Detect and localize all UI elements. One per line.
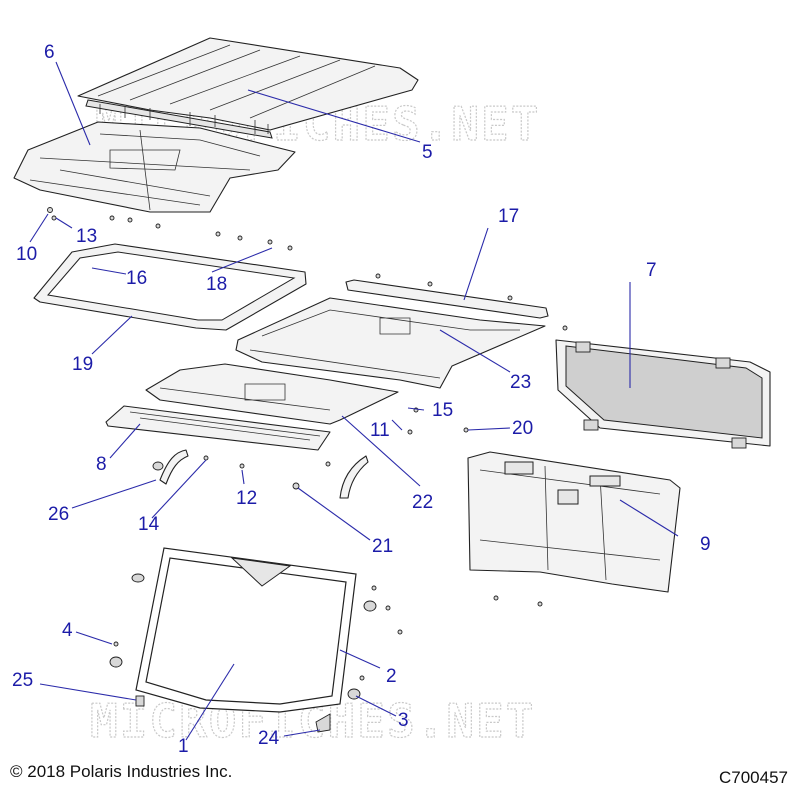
callout-19: 19 <box>72 354 93 375</box>
callout-25: 25 <box>12 670 33 691</box>
curved-seal-right-part <box>339 455 369 499</box>
callout-22: 22 <box>412 492 433 513</box>
callout-26: 26 <box>48 504 69 525</box>
callout-17: 17 <box>498 206 519 227</box>
callout-12: 12 <box>236 488 257 509</box>
callout-6: 6 <box>44 42 55 63</box>
callout-20: 20 <box>512 418 533 439</box>
copyright-text: © 2018 Polaris Industries Inc. <box>10 762 233 781</box>
roof-lower-part <box>13 121 296 213</box>
callouts: 5 6 7 8 9 10 11 12 13 14 15 16 17 18 19 … <box>12 42 711 757</box>
trim-strip-part <box>345 279 549 319</box>
curved-seal-left-part <box>159 449 189 485</box>
callout-10: 10 <box>16 244 37 265</box>
callout-16: 16 <box>126 268 147 289</box>
callout-5: 5 <box>422 142 433 163</box>
rear-window-part <box>555 339 771 449</box>
leader-lines <box>29 61 679 741</box>
diagram-code: C700457 <box>718 768 788 787</box>
roof-seal-part <box>33 243 307 331</box>
rear-headliner-part <box>235 297 546 389</box>
windshield-part <box>135 547 357 713</box>
callout-18: 18 <box>206 274 227 295</box>
callout-15: 15 <box>432 400 453 421</box>
callout-3: 3 <box>398 710 409 731</box>
callout-13: 13 <box>76 226 97 247</box>
callout-8: 8 <box>96 454 107 475</box>
callout-2: 2 <box>386 666 397 687</box>
callout-4: 4 <box>62 620 73 641</box>
callout-7: 7 <box>646 260 657 281</box>
callout-21: 21 <box>372 536 393 557</box>
roof-upper-part <box>77 37 419 139</box>
callout-24: 24 <box>258 728 280 749</box>
rear-bulkhead-part <box>467 451 681 593</box>
callout-9: 9 <box>700 534 711 555</box>
callout-11: 11 <box>370 420 390 441</box>
callout-1: 1 <box>178 736 189 757</box>
hardware-group <box>47 207 568 733</box>
front-headliner-part <box>145 363 399 425</box>
callout-23: 23 <box>510 372 531 393</box>
callout-14: 14 <box>138 514 160 535</box>
header-bracket-part <box>105 405 331 451</box>
